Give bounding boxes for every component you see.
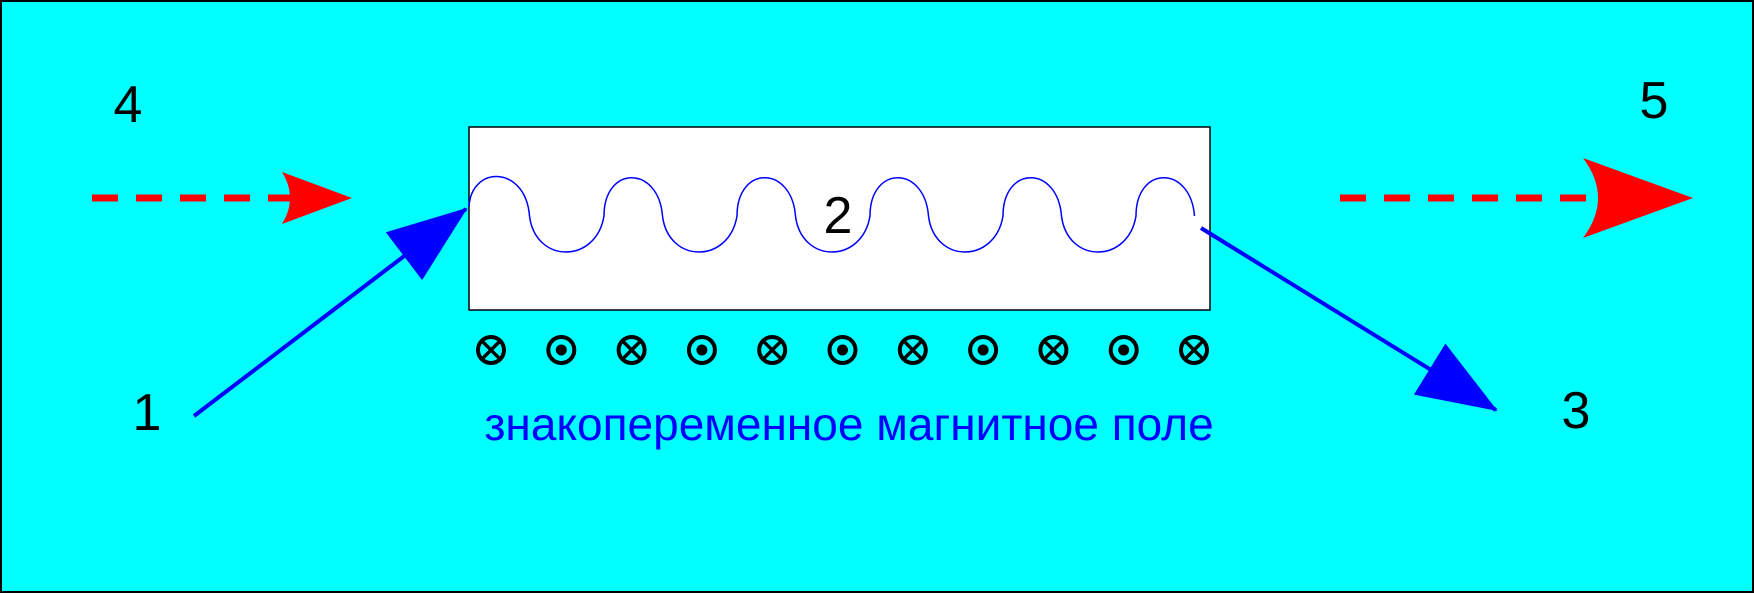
field-out-of-page-icon (686, 335, 717, 365)
electron-out-arrow (1199, 226, 1498, 412)
magnet-poles-row (476, 335, 1209, 365)
field-out-of-page-icon (827, 335, 858, 365)
electron-trajectory (468, 175, 1196, 253)
field-into-page-icon (897, 335, 928, 365)
field-out-of-page-icon (546, 335, 577, 365)
magnetic-field-caption: знакопеременное магнитное поле (484, 398, 1213, 450)
electron-in-arrow (192, 207, 468, 418)
field-into-page-icon (757, 335, 788, 365)
field-out-of-page-icon (1108, 335, 1139, 365)
label-light-out: 5 (1640, 72, 1669, 130)
field-into-page-icon (1179, 335, 1209, 365)
field-into-page-icon (476, 335, 506, 365)
label-electron-in: 1 (133, 384, 162, 442)
field-out-of-page-icon (968, 335, 999, 365)
field-into-page-icon (1038, 335, 1069, 365)
label-electron-out: 3 (1562, 382, 1591, 440)
label-light-in: 4 (114, 76, 143, 134)
label-undulator: 2 (824, 187, 853, 245)
field-into-page-icon (616, 335, 647, 365)
undulator-box (468, 126, 1211, 311)
